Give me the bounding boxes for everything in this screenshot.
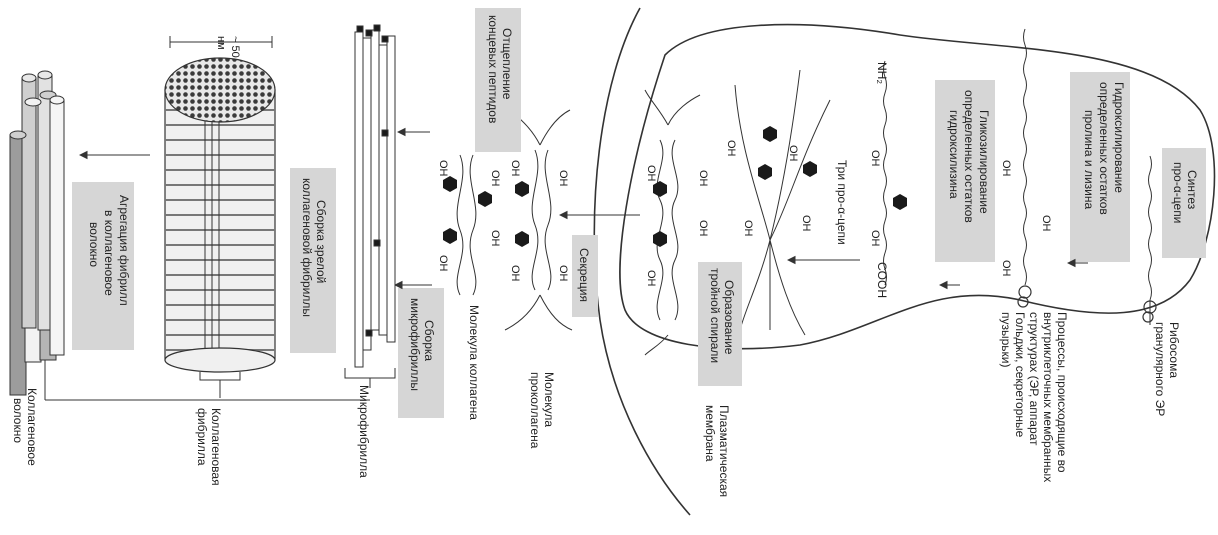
svg-text:волокно: волокно [11, 398, 25, 443]
svg-text:Коллагеновое: Коллагеновое [25, 388, 39, 466]
svg-text:OH: OH [509, 160, 521, 177]
fiber-bracket [44, 360, 370, 401]
svg-text:OH: OH [557, 265, 569, 282]
fibril-assembly-step-label: Сборка зрелой коллагеновой фибриллы [290, 168, 336, 353]
svg-text:Гликозилирование: Гликозилирование [977, 110, 991, 214]
svg-text:фибрилла: фибрилла [195, 408, 209, 466]
collagen-molecule-label: Молекула коллагена [467, 305, 481, 420]
svg-text:коллагеновой фибриллы: коллагеновой фибриллы [300, 178, 314, 317]
ribosome-icon [1017, 285, 1032, 308]
triple-helix [644, 89, 701, 356]
svg-text:определенных остатков: определенных остатков [962, 90, 976, 223]
three-chains-label: Три про-α-цепи [835, 160, 849, 245]
process-arrows [78, 127, 1088, 290]
processes-note-line: структурах (ЭР, аппарат [1027, 312, 1041, 446]
ribosome-icon [1142, 300, 1157, 325]
microfibril-assembly-step-label: Сборка микрофибриллы [398, 288, 444, 418]
svg-text:OH: OH [800, 215, 812, 232]
svg-text:нм: нм [215, 36, 227, 50]
glycosylation-step-label: Гликозилирование определенных остатков г… [935, 80, 995, 262]
svg-text:про-α-цепи: про-α-цепи [1171, 162, 1185, 223]
endoplasmic-reticulum-outline [619, 23, 1216, 350]
processes-note-line: пузырьки) [999, 312, 1013, 368]
svg-text:Плазматическая: Плазматическая [717, 405, 731, 497]
svg-text:волокно: волокно [87, 222, 101, 267]
plasma-membrane [593, 7, 691, 516]
fiber-aggregation-step-label: Агрегация фибрилл в коллагеновое волокно [72, 182, 134, 350]
triple-helix-step-label: Образование тройной спирали [698, 262, 742, 386]
collagen-fibril-drawing [164, 57, 276, 373]
three-pro-alpha-chains [734, 69, 831, 336]
svg-text:Коллагеновая: Коллагеновая [209, 408, 223, 486]
svg-text:OH: OH [1040, 215, 1052, 232]
fibril-label: Коллагеновая фибрилла [195, 408, 223, 486]
nh2-label: NH₂ [875, 62, 889, 84]
svg-text:гидроксилизина: гидроксилизина [947, 110, 961, 199]
svg-text:OH: OH [1000, 160, 1012, 177]
svg-text:в коллагеновое: в коллагеновое [102, 210, 116, 296]
svg-text:OH: OH [1000, 260, 1012, 277]
svg-text:OH: OH [725, 140, 737, 157]
svg-text:OH: OH [869, 230, 881, 247]
svg-text:OH: OH [437, 160, 449, 177]
secretion-step-label: Секреция [572, 235, 598, 317]
svg-text:Отщепление: Отщепление [500, 28, 514, 100]
microfibril-label: Микрофибрилла [357, 385, 371, 478]
hydroxyl-labels: OH OH OH OH OH OH OH OH OH OH OH OH OH O… [437, 140, 1052, 287]
procollagen-molecule [504, 104, 573, 331]
svg-text:Сборка: Сборка [422, 320, 436, 361]
svg-text:Гидроксилирование: Гидроксилирование [1112, 82, 1126, 193]
hydroxylation-step-label: Гидроксилирование определенных остатков … [1070, 72, 1130, 262]
microfibril-bracket [344, 368, 396, 388]
svg-text:тройной спирали: тройной спирали [708, 268, 722, 363]
svg-text:OH: OH [787, 145, 799, 162]
ribosome-label: Рибосома гранулярного ЭР [1153, 322, 1181, 416]
svg-text:OH: OH [869, 150, 881, 167]
fibril-dimension: ~ 50 нм [169, 36, 273, 58]
svg-text:OH: OH [742, 220, 754, 237]
fiber-label: Коллагеновое волокно [11, 388, 39, 466]
svg-text:пролина и лизина: пролина и лизина [1082, 110, 1096, 209]
svg-text:OH: OH [557, 170, 569, 187]
collagen-molecule [456, 154, 477, 296]
svg-text:гранулярного ЭР: гранулярного ЭР [1153, 322, 1167, 416]
synthesis-step-label: Синтез про-α-цепи [1162, 148, 1206, 258]
fibril-bracket [199, 372, 241, 398]
svg-text:OH: OH [509, 265, 521, 282]
svg-text:мембрана: мембрана [703, 405, 717, 462]
svg-text:определенных остатков: определенных остатков [1097, 82, 1111, 215]
processes-note-line: Процессы, происходящие во [1055, 312, 1069, 473]
collagen-fiber-drawing [9, 70, 65, 396]
svg-text:OH: OH [489, 230, 501, 247]
svg-text:OH: OH [437, 255, 449, 272]
processes-note-line: внутриклеточных мембранных [1041, 312, 1055, 482]
pro-alpha-chain [883, 28, 1152, 301]
svg-text:проколлагена: проколлагена [528, 372, 542, 449]
svg-text:Образование: Образование [722, 280, 736, 355]
svg-text:OH: OH [489, 170, 501, 187]
microfibril-drawing [354, 24, 396, 368]
svg-text:концевых пептидов: концевых пептидов [486, 15, 500, 123]
cooh-label: COOH [875, 262, 889, 298]
svg-text:~ 50: ~ 50 [229, 36, 241, 58]
processes-note-line: Гольджи, секреторные [1013, 312, 1027, 438]
svg-text:Синтез: Синтез [1185, 170, 1199, 210]
plasma-membrane-label: Плазматическая мембрана [703, 405, 731, 497]
svg-text:микрофибриллы: микрофибриллы [408, 298, 422, 391]
svg-text:Рибосома: Рибосома [1167, 322, 1181, 378]
processes-note: Процессы, происходящие во внутриклеточны… [999, 312, 1069, 482]
svg-text:OH: OH [697, 220, 709, 237]
procollagen-label: Молекула проколлагена [528, 372, 556, 449]
cleavage-step-label: Отщепление концевых пептидов [475, 8, 521, 152]
svg-text:OH: OH [645, 270, 657, 287]
svg-text:OH: OH [645, 165, 657, 182]
svg-text:Агрегация фибрилл: Агрегация фибрилл [117, 195, 131, 306]
svg-text:Молекула: Молекула [542, 372, 556, 427]
svg-text:OH: OH [697, 170, 709, 187]
svg-text:Секреция: Секреция [577, 248, 591, 302]
svg-text:Сборка зрелой: Сборка зрелой [314, 200, 328, 283]
glycosyl-hexagon-icon [443, 126, 907, 247]
